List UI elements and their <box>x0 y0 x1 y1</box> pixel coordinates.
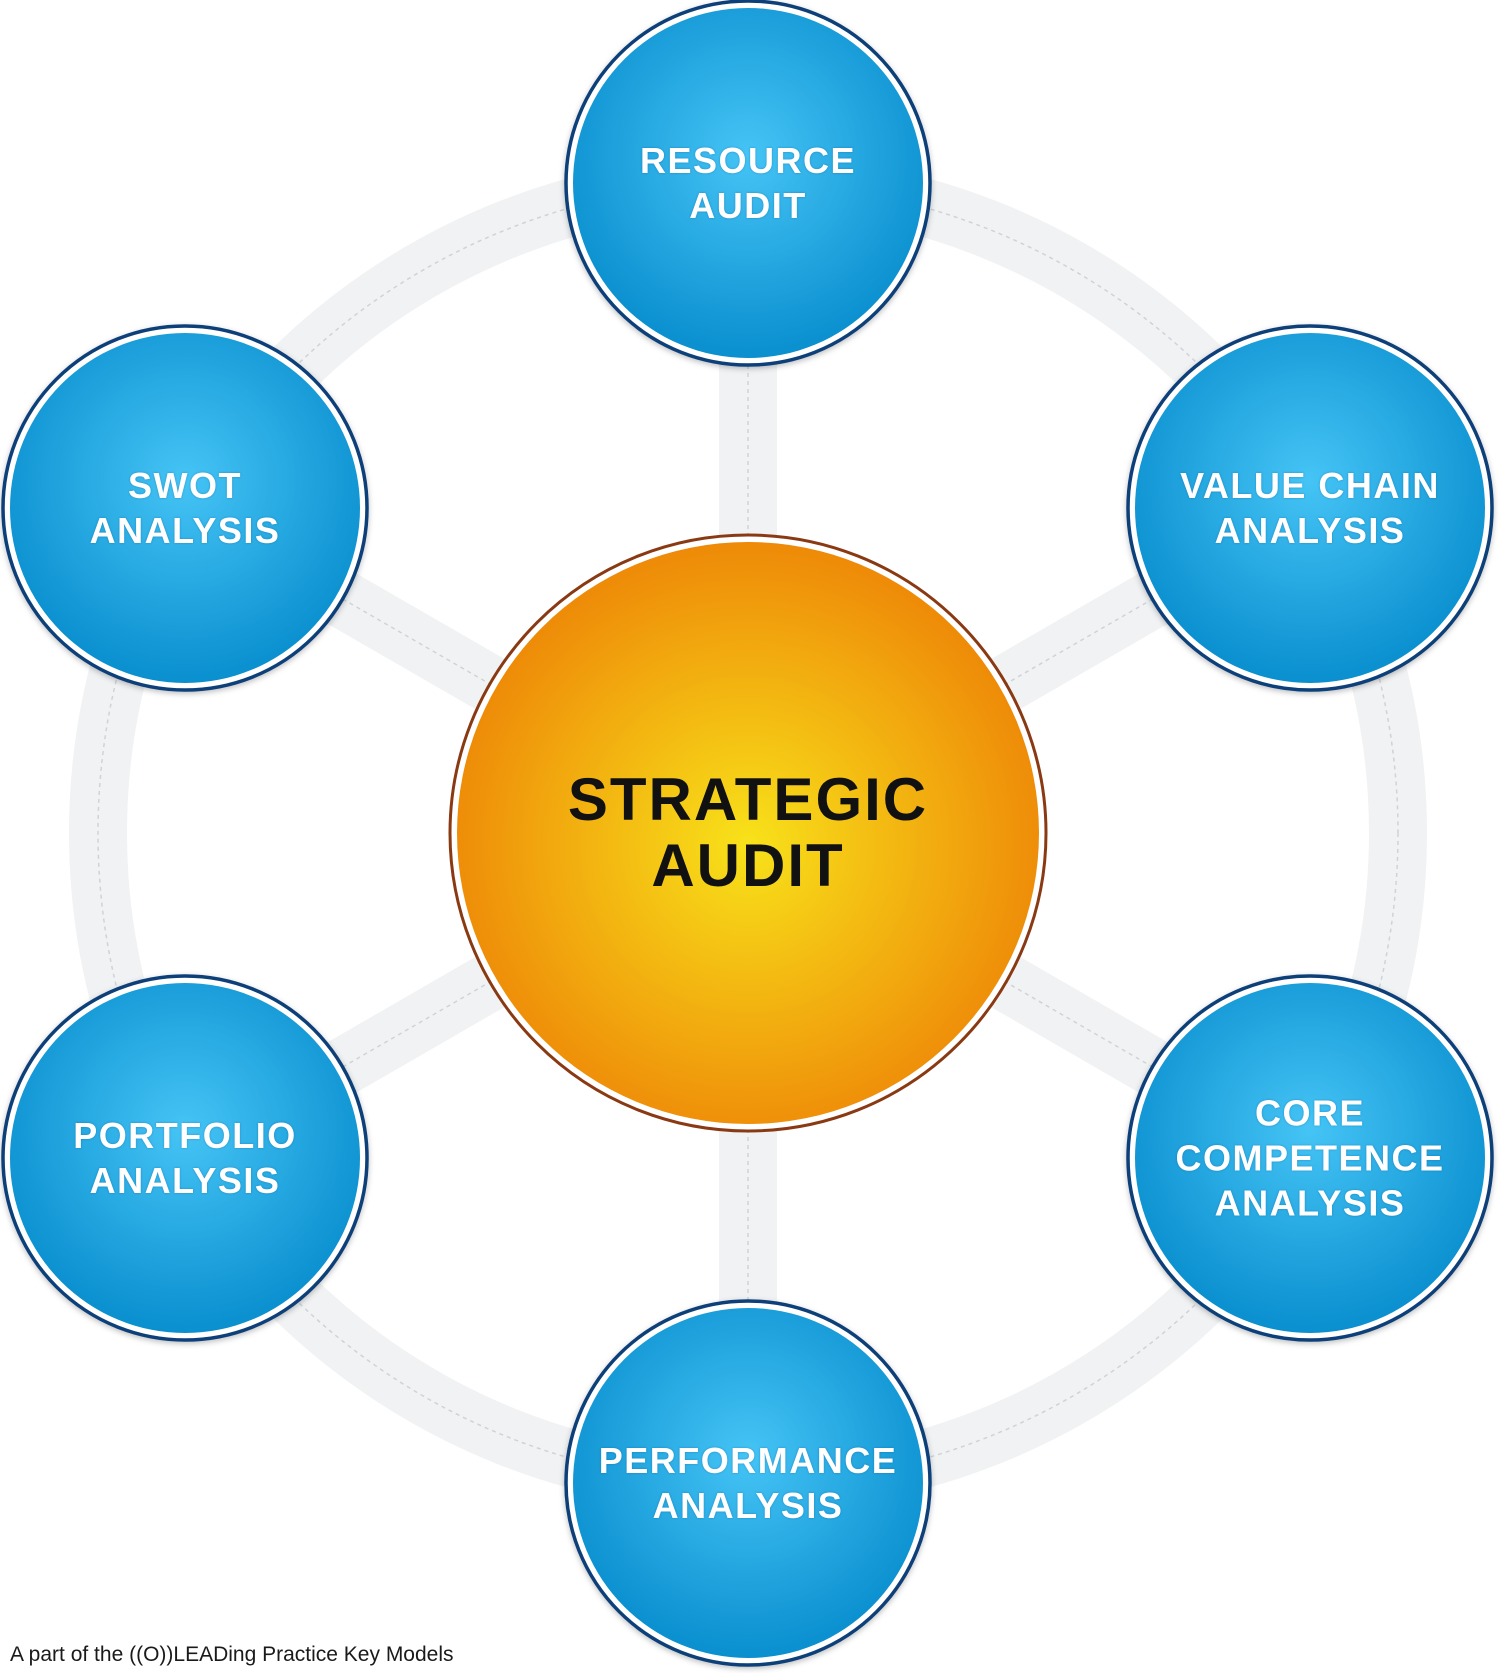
node-label-line: PORTFOLIO <box>73 1115 297 1156</box>
node-label-line: ANALYSIS <box>89 1160 281 1201</box>
node-label-line: SWOT <box>128 465 242 506</box>
node-label-resource-audit: RESOURCE AUDIT <box>640 138 856 228</box>
node-label-line: ANALYSIS <box>1214 1182 1406 1224</box>
center-label-line-2: AUDIT <box>651 832 845 899</box>
node-label-line: AUDIT <box>689 185 807 226</box>
node-label-line: COMPETENCE <box>1175 1137 1445 1179</box>
node-label-value-chain-analysis: VALUE CHAIN ANALYSIS <box>1180 463 1440 553</box>
node-label-line: VALUE CHAIN <box>1180 465 1440 506</box>
node-circle-portfolio-analysis <box>1 974 369 1342</box>
node-label-line: ANALYSIS <box>652 1485 844 1526</box>
node-label-line: ANALYSIS <box>89 510 281 551</box>
center-label: STRATEGIC AUDIT <box>568 767 928 899</box>
node-circle-swot-analysis <box>1 324 369 692</box>
center-label-line-1: STRATEGIC <box>567 766 929 833</box>
node-circle-performance-analysis <box>564 1299 932 1667</box>
node-circle-value-chain-analysis <box>1126 324 1494 692</box>
node-label-performance-analysis: PERFORMANCE ANALYSIS <box>599 1438 898 1528</box>
node-label-portfolio-analysis: PORTFOLIO ANALYSIS <box>73 1113 297 1203</box>
node-label-line: ANALYSIS <box>1214 510 1406 551</box>
node-label-swot-analysis: SWOT ANALYSIS <box>90 463 281 553</box>
node-label-line: PERFORMANCE <box>598 1440 898 1481</box>
footer-caption: A part of the ((O))LEADing Practice Key … <box>10 1643 454 1666</box>
ring-dashed-line <box>97 182 1399 1484</box>
node-circle-resource-audit <box>564 0 932 367</box>
center-circle <box>448 533 1048 1133</box>
node-label-line: CORE <box>1254 1092 1365 1134</box>
node-circle-core-competence-analysis <box>1126 974 1494 1342</box>
node-label-core-competence-analysis: CORE COMPETENCE ANALYSIS <box>1175 1091 1444 1226</box>
node-label-line: RESOURCE <box>639 140 857 181</box>
